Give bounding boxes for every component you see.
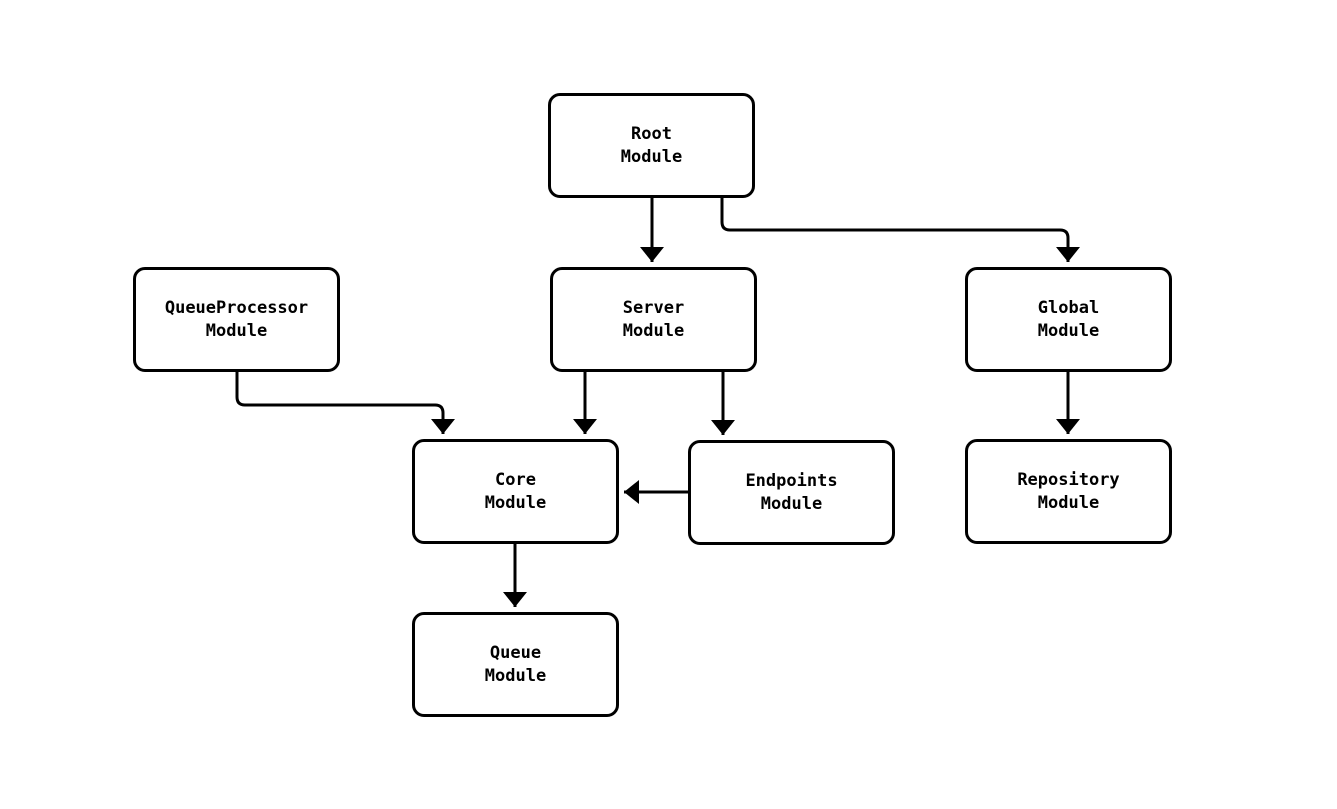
edge-queueprocessor-to-core: [235, 372, 455, 434]
node-server-module: Server Module: [550, 267, 757, 372]
node-core-module: Core Module: [412, 439, 619, 544]
node-queueprocessor-module: QueueProcessor Module: [133, 267, 340, 372]
edge-root-to-global: [720, 198, 1080, 262]
node-global-module: Global Module: [965, 267, 1172, 372]
node-endpoints-module: Endpoints Module: [688, 440, 895, 545]
node-repository-module: Repository Module: [965, 439, 1172, 544]
node-root-module: Root Module: [548, 93, 755, 198]
node-queue-module: Queue Module: [412, 612, 619, 717]
